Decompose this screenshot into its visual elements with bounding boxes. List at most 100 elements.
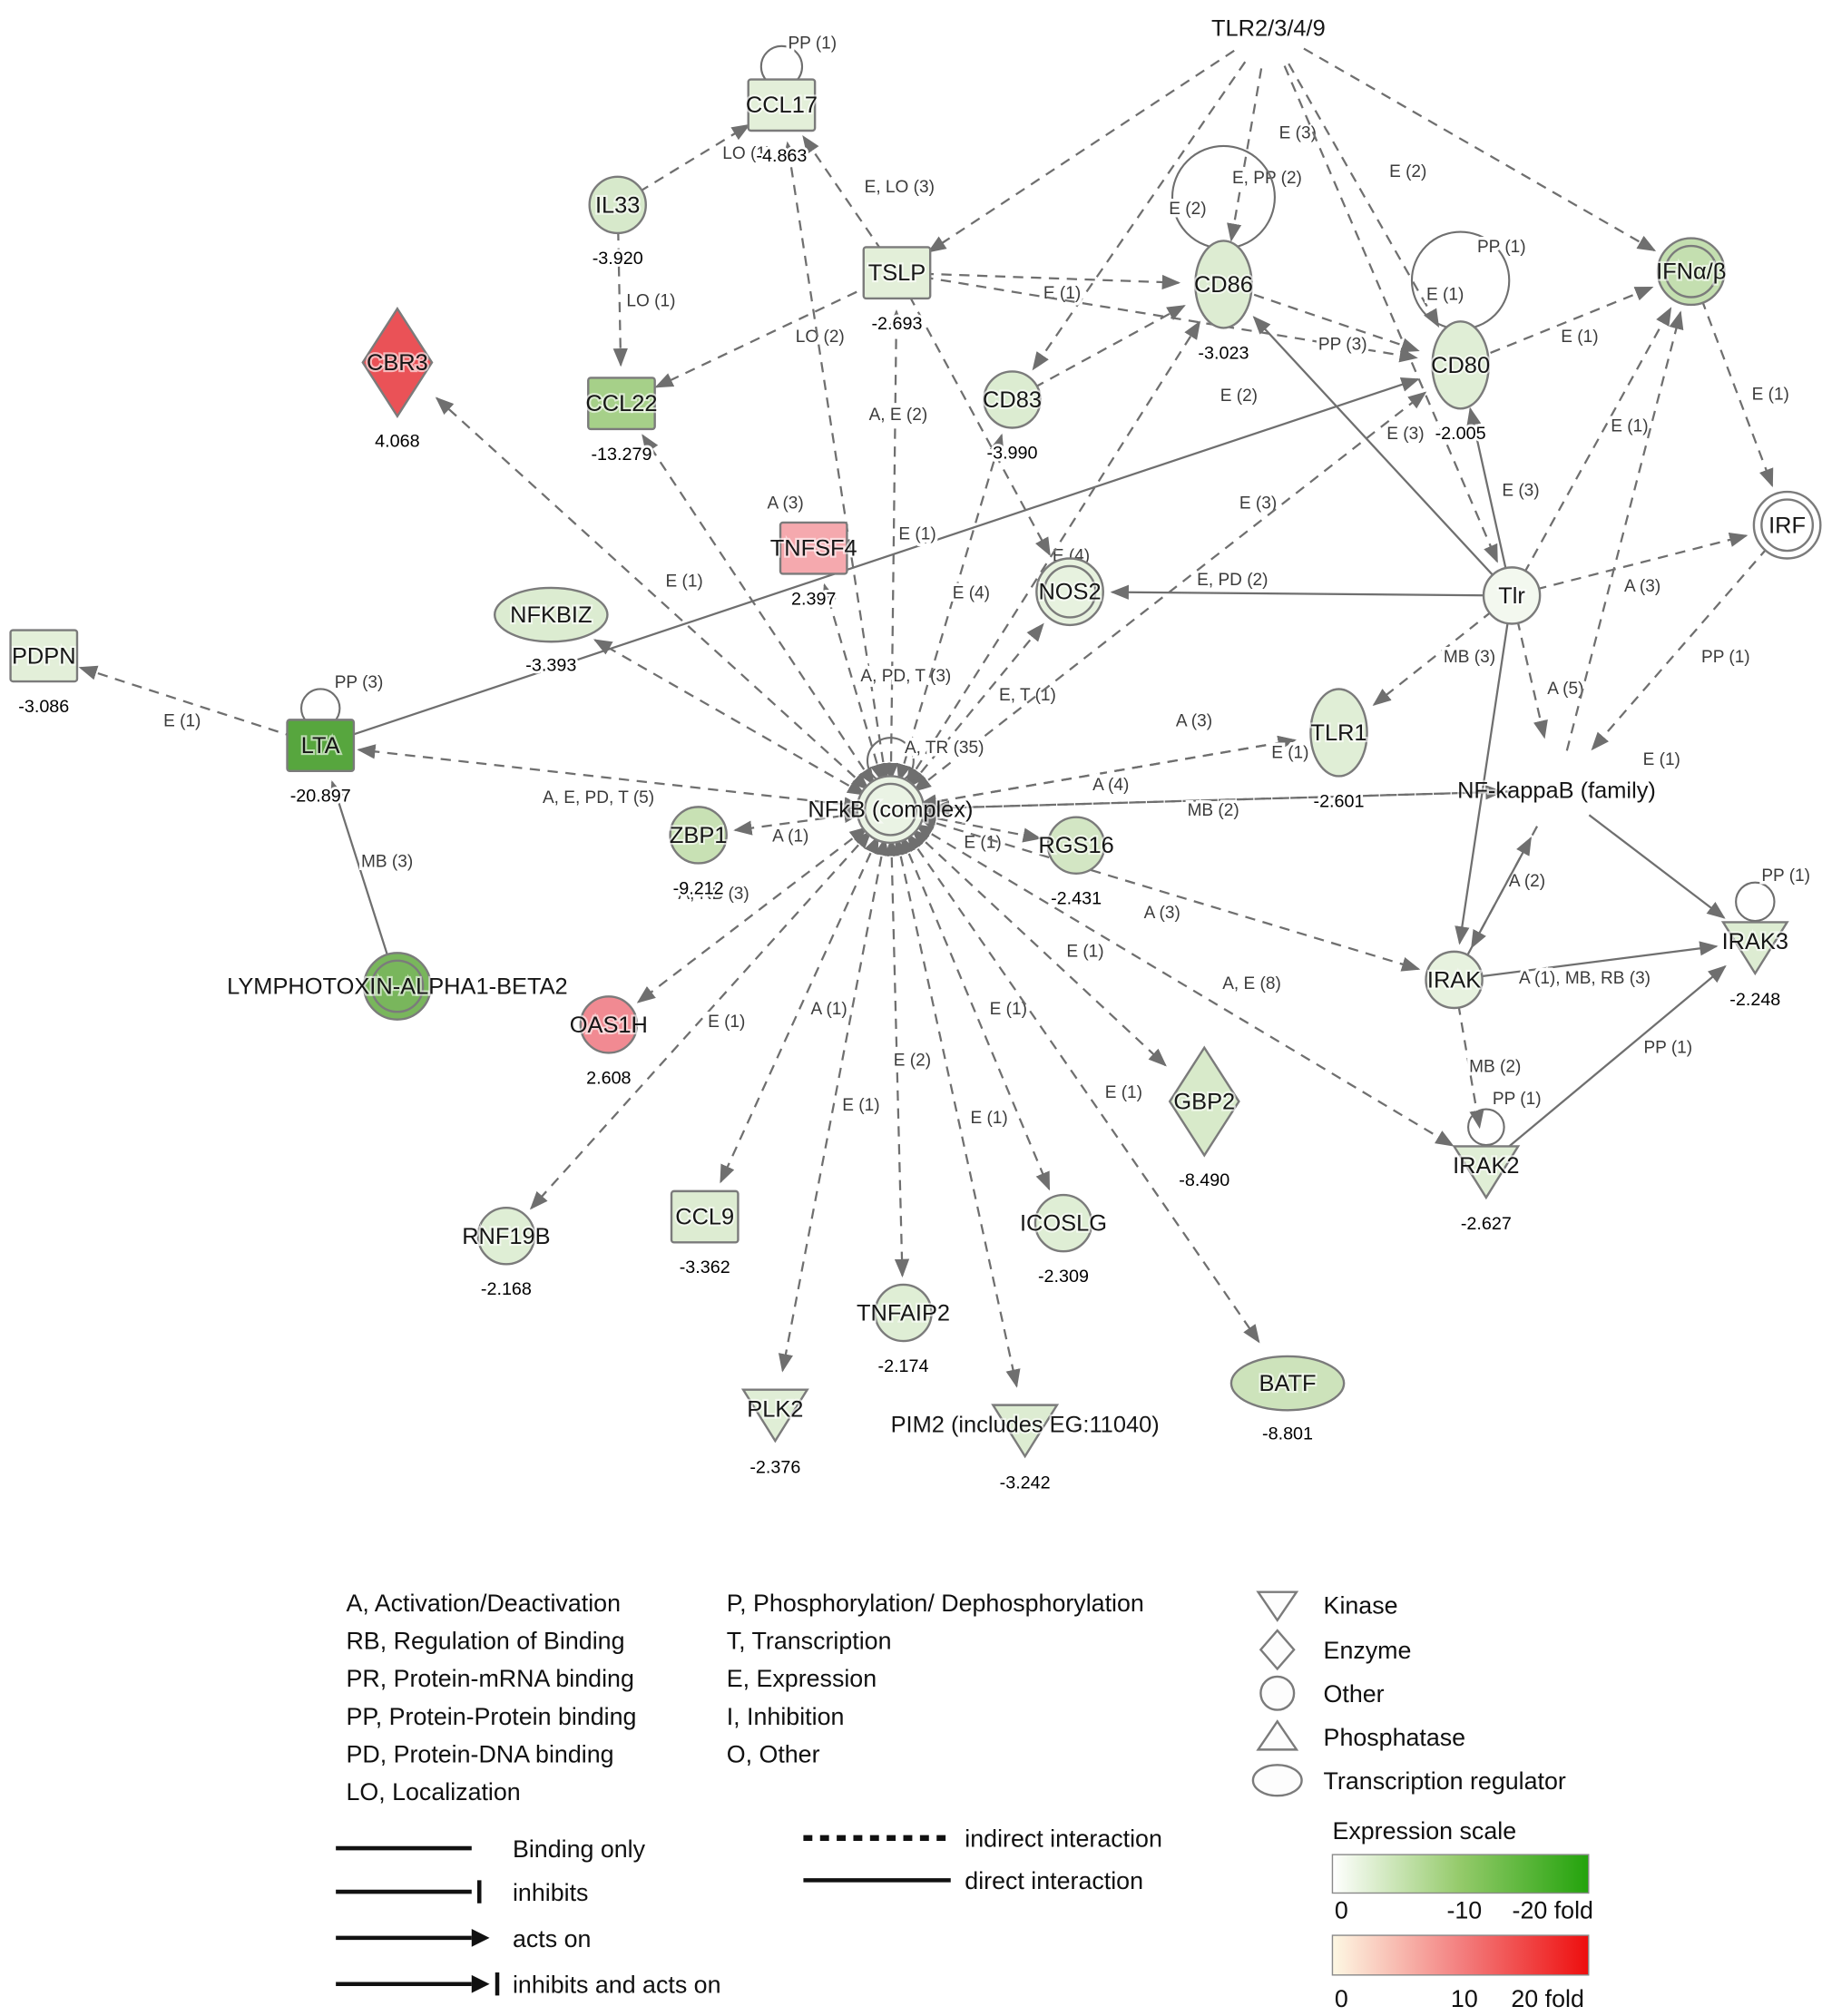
- node-rnf19b[interactable]: RNF19B-2.168: [460, 1207, 553, 1302]
- node-lymphotoxin[interactable]: LYMPHOTOXIN-ALPHA1-BETA2: [225, 952, 570, 1021]
- legend-edge-arrow: acts on: [336, 1925, 591, 1952]
- node-pdpn[interactable]: PDPN -3.086: [9, 629, 79, 719]
- node-value-tlr1: -2.601: [1313, 791, 1364, 811]
- node-ccl22[interactable]: CCL22-13.279: [583, 377, 660, 467]
- edge-label: E (3): [1279, 123, 1317, 142]
- node-label-ccl9: CCL9: [675, 1205, 734, 1230]
- node-tslp[interactable]: TSLP-2.693: [862, 246, 932, 337]
- node-label-lta: LTA: [301, 733, 340, 758]
- node-nfkbiz[interactable]: NFKBIZ-3.393: [494, 586, 609, 679]
- selfloop-label: PP (1): [1493, 1090, 1542, 1109]
- edge-label: A (1), MB, RB (3): [1519, 969, 1651, 988]
- node-label-irf: IRF: [1768, 513, 1806, 538]
- node-gbp2[interactable]: GBP2-8.490: [1168, 1045, 1240, 1193]
- node-nfkb[interactable]: NFkB (complex): [806, 775, 975, 845]
- edge-label: E (3): [1239, 494, 1277, 513]
- node-label-nfkbiz: NFKBIZ: [510, 602, 592, 628]
- edge-nfkb-gbp2: E (1): [911, 828, 1167, 1067]
- node-irf[interactable]: IRF: [1752, 490, 1822, 560]
- edge-nfkb_family-irak3: [1588, 814, 1726, 919]
- node-label-ifnab: IFNα/β: [1656, 259, 1726, 285]
- node-tlr2349[interactable]: TLR2/3/4/9: [1210, 14, 1327, 43]
- node-plk2[interactable]: PLK2-2.376: [740, 1388, 809, 1480]
- node-pim2[interactable]: PIM2 (includes EG:11040)-3.242: [888, 1404, 1161, 1495]
- edge-nfkb-ccl22: [642, 434, 876, 787]
- edge-tlr2349-cd80: E (2): [1288, 63, 1440, 328]
- node-cd86[interactable]: CD86-3.023: [1192, 240, 1255, 366]
- edge-irak-irak2: MB (2): [1457, 1004, 1524, 1130]
- node-nfkb_family[interactable]: NF-kappaB (family): [1455, 776, 1658, 805]
- node-tlr1[interactable]: TLR1-2.601: [1308, 688, 1369, 814]
- node-label-cd83: CD83: [983, 387, 1042, 413]
- edge-nfkb-oas1h: A, RB (3): [636, 827, 868, 1003]
- node-label-icoslg: ICOSLG: [1020, 1211, 1107, 1237]
- node-tnfaip2[interactable]: TNFAIP2-2.174: [855, 1283, 952, 1379]
- node-ccl9[interactable]: CCL9-3.362: [670, 1189, 740, 1280]
- legend-shape-diamond: Enzyme: [1259, 1629, 1411, 1671]
- node-label-il33: IL33: [595, 192, 640, 218]
- selfloop-cd86: E (2): [1166, 144, 1276, 250]
- node-value-pdpn: -3.086: [18, 697, 69, 717]
- legend-code: A, Activation/Deactivation: [346, 1590, 621, 1617]
- node-value-irak3: -2.248: [1729, 990, 1780, 1010]
- node-irak[interactable]: IRAK: [1425, 950, 1484, 1010]
- edge-label: E (1): [1643, 750, 1680, 769]
- edge-label: A, PD, T (3): [860, 667, 951, 686]
- node-nos2[interactable]: NOS2: [1035, 557, 1104, 627]
- node-value-cd83: -3.990: [987, 443, 1038, 463]
- edge-nfkb_family-irak: A (2): [1471, 826, 1549, 949]
- node-label-pdpn: PDPN: [12, 643, 76, 669]
- node-lta[interactable]: LTA-20.897: [286, 719, 356, 809]
- edge-label: A (1): [772, 827, 808, 846]
- node-value-rgs16: -2.431: [1051, 889, 1102, 909]
- node-rgs16[interactable]: RGS16-2.431: [1036, 816, 1116, 911]
- node-label-nfkb: NFkB (complex): [808, 798, 973, 823]
- svg-text:inhibits and acts on: inhibits and acts on: [513, 1972, 721, 1999]
- edge-label: LO (1): [626, 291, 675, 310]
- edge-label: A (5): [1547, 680, 1583, 699]
- edge-il33-ccl22: LO (1): [612, 230, 679, 367]
- svg-text:0: 0: [1335, 1897, 1348, 1924]
- node-label-rnf19b: RNF19B: [462, 1224, 550, 1249]
- node-cd80[interactable]: CD80-2.005: [1429, 320, 1492, 446]
- edge-label: E (4): [953, 583, 990, 602]
- node-value-cd80: -2.005: [1435, 424, 1486, 444]
- edge-label: E (1): [898, 524, 935, 543]
- edge-label: E (2): [894, 1052, 931, 1071]
- node-label-irak2: IRAK2: [1453, 1153, 1519, 1179]
- edge-label: A (3): [1624, 577, 1660, 596]
- node-value-tslp: -2.693: [871, 314, 922, 334]
- node-zbp1[interactable]: ZBP1-9.212: [668, 806, 730, 901]
- node-ccl17[interactable]: CCL17-4.863: [744, 78, 819, 169]
- legend-code: P, Phosphorylation/ Dephosphorylation: [727, 1590, 1144, 1617]
- node-il33[interactable]: IL33-3.920: [588, 175, 647, 271]
- edge-il33-ccl17: LO (1): [639, 123, 775, 193]
- edge-label: A (3): [1176, 711, 1212, 730]
- edge-tlr2349-ifnab: [1303, 47, 1657, 252]
- edge-tslp-cd86: E (1): [923, 272, 1181, 306]
- node-irak2[interactable]: IRAK2-2.627: [1451, 1145, 1522, 1237]
- edge-label: E (1): [163, 711, 201, 730]
- edge-label: LO (2): [796, 328, 845, 347]
- node-tlr[interactable]: Tlr: [1482, 566, 1542, 625]
- edge-tlr-irf: A (3): [1535, 532, 1749, 600]
- edge-tlr-cd80: E (3): [1466, 406, 1543, 572]
- legend-shape-hellipse: Transcription regulator: [1251, 1764, 1566, 1797]
- node-irak3[interactable]: IRAK3-2.248: [1719, 921, 1790, 1013]
- legend-code: RB, Regulation of Binding: [346, 1628, 624, 1655]
- edge-label: PP (3): [1318, 335, 1367, 354]
- legend-code: PR, Protein-mRNA binding: [346, 1665, 633, 1692]
- node-ifnab[interactable]: IFNα/β: [1654, 237, 1728, 307]
- edge-tlr-tlr1: MB (3): [1372, 610, 1499, 707]
- edge-irak2-irak3: PP (1): [1506, 964, 1727, 1150]
- node-batf[interactable]: BATF-8.801: [1229, 1355, 1346, 1447]
- node-cd83[interactable]: CD83 -3.990: [981, 370, 1043, 465]
- node-icoslg[interactable]: ICOSLG-2.309: [1018, 1193, 1109, 1289]
- selfloop-cd80: PP (1): [1410, 230, 1529, 330]
- node-value-cd86: -3.023: [1198, 343, 1249, 363]
- edge-label: A, E (2): [869, 406, 928, 425]
- edge-nfkb-cd80: [912, 391, 1427, 793]
